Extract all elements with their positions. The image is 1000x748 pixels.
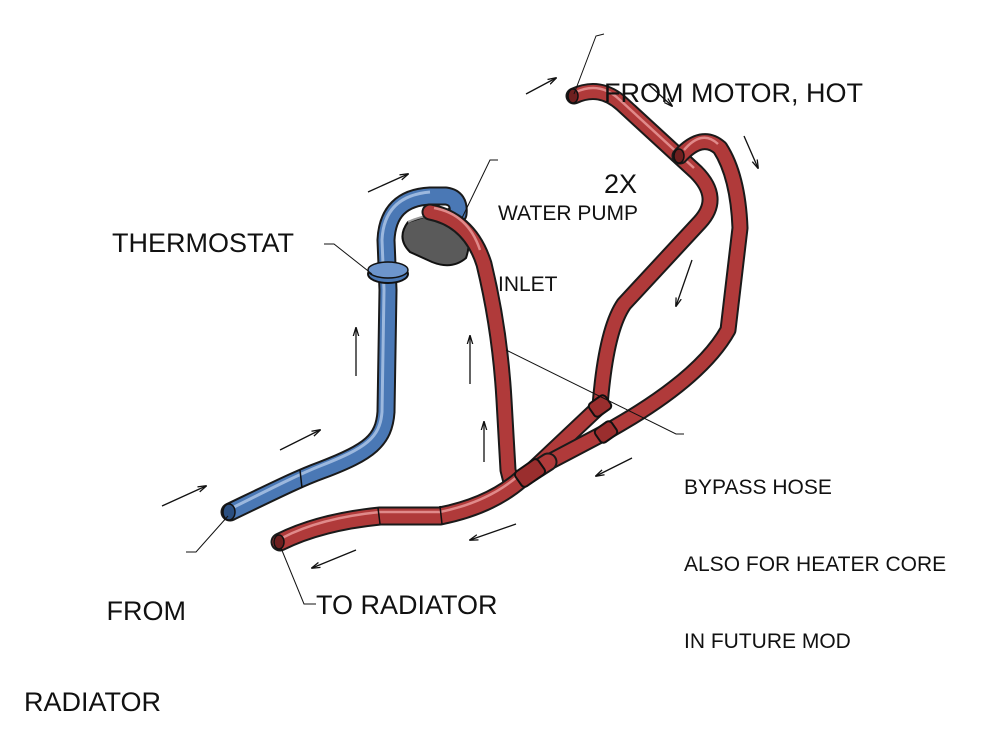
leader-from-radiator — [186, 515, 229, 553]
leader-water-pump — [461, 159, 498, 219]
flow-arrow — [470, 523, 517, 540]
label-from-radiator: FROM RADIATOR — [24, 536, 186, 748]
flow-arrow — [279, 430, 320, 451]
tee-junction — [513, 394, 619, 488]
flow-arrow — [676, 259, 693, 306]
label-from-motor: FROM MOTOR, HOT 2X — [604, 18, 863, 230]
label-from-motor-line1: FROM MOTOR, HOT — [604, 78, 863, 109]
hot-hose-to-radiator — [270, 452, 558, 552]
flow-arrow — [596, 457, 633, 476]
leader-from-motor — [573, 33, 605, 95]
flow-arrow — [525, 78, 556, 95]
cold-hose-from-radiator — [220, 186, 468, 522]
label-bypass-hose: BYPASS HOSE ALSO FOR HEATER CORE IN FUTU… — [684, 424, 946, 680]
label-bypass-line2: ALSO FOR HEATER CORE — [684, 553, 947, 577]
label-bypass-line3: IN FUTURE MOD — [684, 629, 851, 653]
label-water-pump-inlet: WATER PUMP INLET — [498, 155, 638, 320]
leader-thermostat — [324, 243, 373, 275]
flow-arrows — [161, 78, 758, 568]
leader-to-radiator — [280, 547, 316, 605]
label-from-motor-line2: 2X — [604, 169, 638, 200]
label-from-radiator-line2: RADIATOR — [24, 687, 162, 718]
label-to-radiator: TO RADIATOR — [316, 590, 498, 620]
label-from-radiator-line1: FROM — [106, 596, 186, 627]
coolant-hose-diagram — [161, 33, 1000, 605]
hot-hose-from-motor-2 — [521, 133, 749, 481]
flow-arrow — [312, 549, 357, 568]
hot-hose-from-motor-1 — [521, 83, 719, 481]
cold-hose-joint — [299, 469, 303, 489]
flow-arrow — [743, 135, 758, 168]
bypass-hose — [421, 203, 521, 495]
leader-bypass — [505, 349, 684, 435]
label-bypass-line1: BYPASS HOSE — [684, 476, 832, 500]
flow-arrow — [367, 174, 408, 193]
flow-arrow — [161, 486, 206, 507]
flow-arrow — [647, 83, 672, 106]
label-water-pump-line1: WATER PUMP — [498, 202, 638, 226]
thermostat-housing — [367, 261, 409, 284]
label-thermostat: THERMOSTAT — [112, 228, 294, 258]
leader-lines — [186, 33, 684, 605]
label-water-pump-line2: INLET — [498, 272, 558, 296]
